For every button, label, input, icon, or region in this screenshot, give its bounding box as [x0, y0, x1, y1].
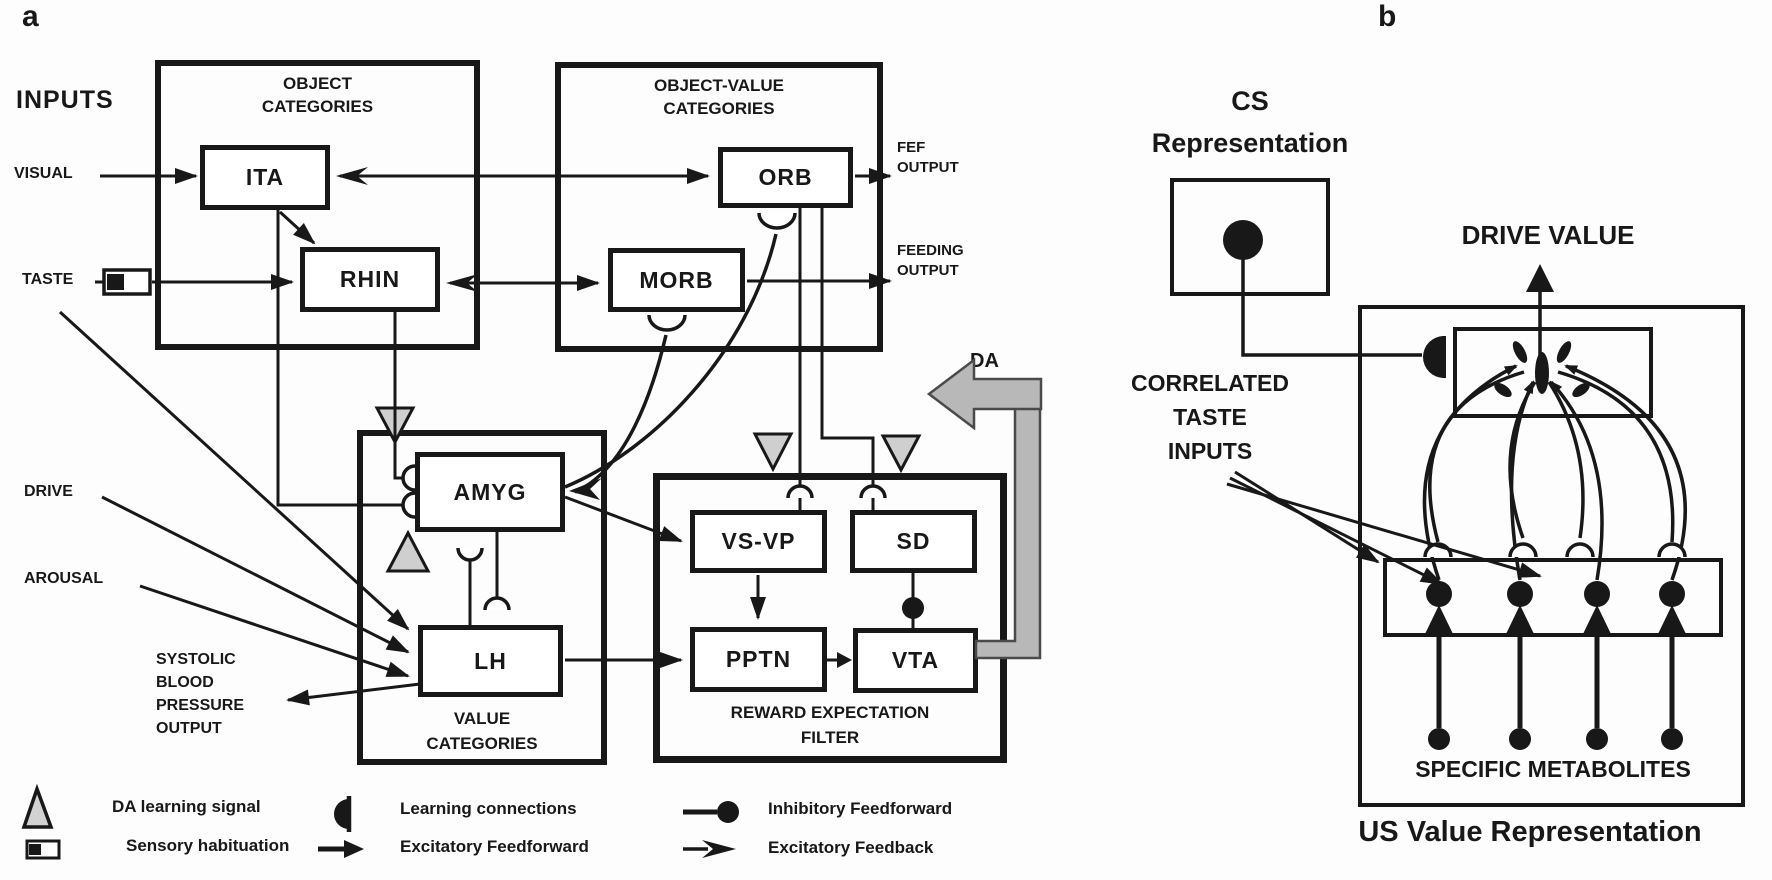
systolic-output-label: SYSTOLIC BLOOD PRESSURE OUTPUT	[156, 651, 245, 737]
node-sd: SD	[850, 510, 977, 573]
node-pptn: PPTN	[690, 627, 827, 692]
excitatory-feedback-icon	[683, 840, 736, 858]
panel-b-label: b	[1378, 0, 1397, 33]
us-value-representation-label: US Value Representation	[1358, 816, 1702, 848]
panel-a-label: a	[22, 0, 39, 33]
learning-connections-icon	[334, 796, 352, 832]
node-vs-vp: VS-VP	[690, 510, 827, 573]
sensory-habituation-symbol	[102, 268, 152, 296]
excitatory-feedforward-icon	[318, 840, 364, 858]
cs-representation-label: CS Representation	[1151, 86, 1349, 158]
object-value-categories-title: OBJECT-VALUE CATEGORIES	[653, 76, 785, 118]
node-lh: LH	[418, 625, 563, 697]
da-signal-label: DA	[970, 350, 999, 372]
legend-sensory-habituation: Sensory habituation	[126, 836, 290, 855]
correlated-taste-inputs-label: CORRELATED TASTE INPUTS	[1130, 370, 1289, 464]
drive-value-inner-box	[1453, 327, 1653, 418]
sensory-habituation-icon	[25, 839, 61, 860]
node-amyg: AMYG	[415, 452, 565, 532]
da-learning-signal-icon	[21, 783, 54, 829]
legend-excitatory-feedback: Excitatory Feedback	[768, 838, 934, 857]
cs-representation-box	[1170, 178, 1330, 296]
legend-excitatory-feedforward: Excitatory Feedforward	[400, 837, 589, 856]
fef-output-label: FEF OUTPUT	[897, 139, 959, 176]
da-triangle-filter-left-icon	[752, 432, 794, 473]
taste-input-label: TASTE	[22, 271, 74, 288]
specific-metabolites-label: SPECIFIC METABOLITES	[1415, 756, 1691, 782]
legend-da-learning-signal: DA learning signal	[112, 797, 261, 816]
da-triangle-filter-right-icon	[880, 434, 922, 474]
legend-inhibitory-feedforward: Inhibitory Feedforward	[768, 799, 953, 818]
value-categories-title: VALUE CATEGORIES	[426, 709, 538, 753]
node-vta: VTA	[853, 628, 978, 693]
inhibitory-feedforward-icon	[683, 801, 739, 823]
node-ita: ITA	[200, 145, 330, 210]
reward-expectation-filter-title: REWARD EXPECTATION FILTER	[730, 703, 930, 747]
drive-value-label: DRIVE VALUE	[1461, 220, 1635, 250]
object-categories-title: OBJECT CATEGORIES	[261, 74, 374, 116]
visual-input-label: VISUAL	[14, 165, 73, 182]
feeding-output-label: FEEDING OUTPUT	[897, 242, 964, 279]
drive-input-label: DRIVE	[24, 483, 73, 500]
node-orb: ORB	[718, 147, 853, 208]
taste-inputs-inner-box	[1383, 558, 1723, 637]
node-rhin: RHIN	[300, 247, 440, 312]
inputs-heading: INPUTS	[16, 86, 114, 114]
legend-learning-connections: Learning connections	[400, 799, 577, 818]
taste-to-lh-arrow	[58, 310, 410, 631]
node-morb: MORB	[608, 248, 745, 312]
drive-value-arrowhead	[1526, 264, 1554, 292]
arousal-input-label: AROUSAL	[24, 570, 104, 587]
